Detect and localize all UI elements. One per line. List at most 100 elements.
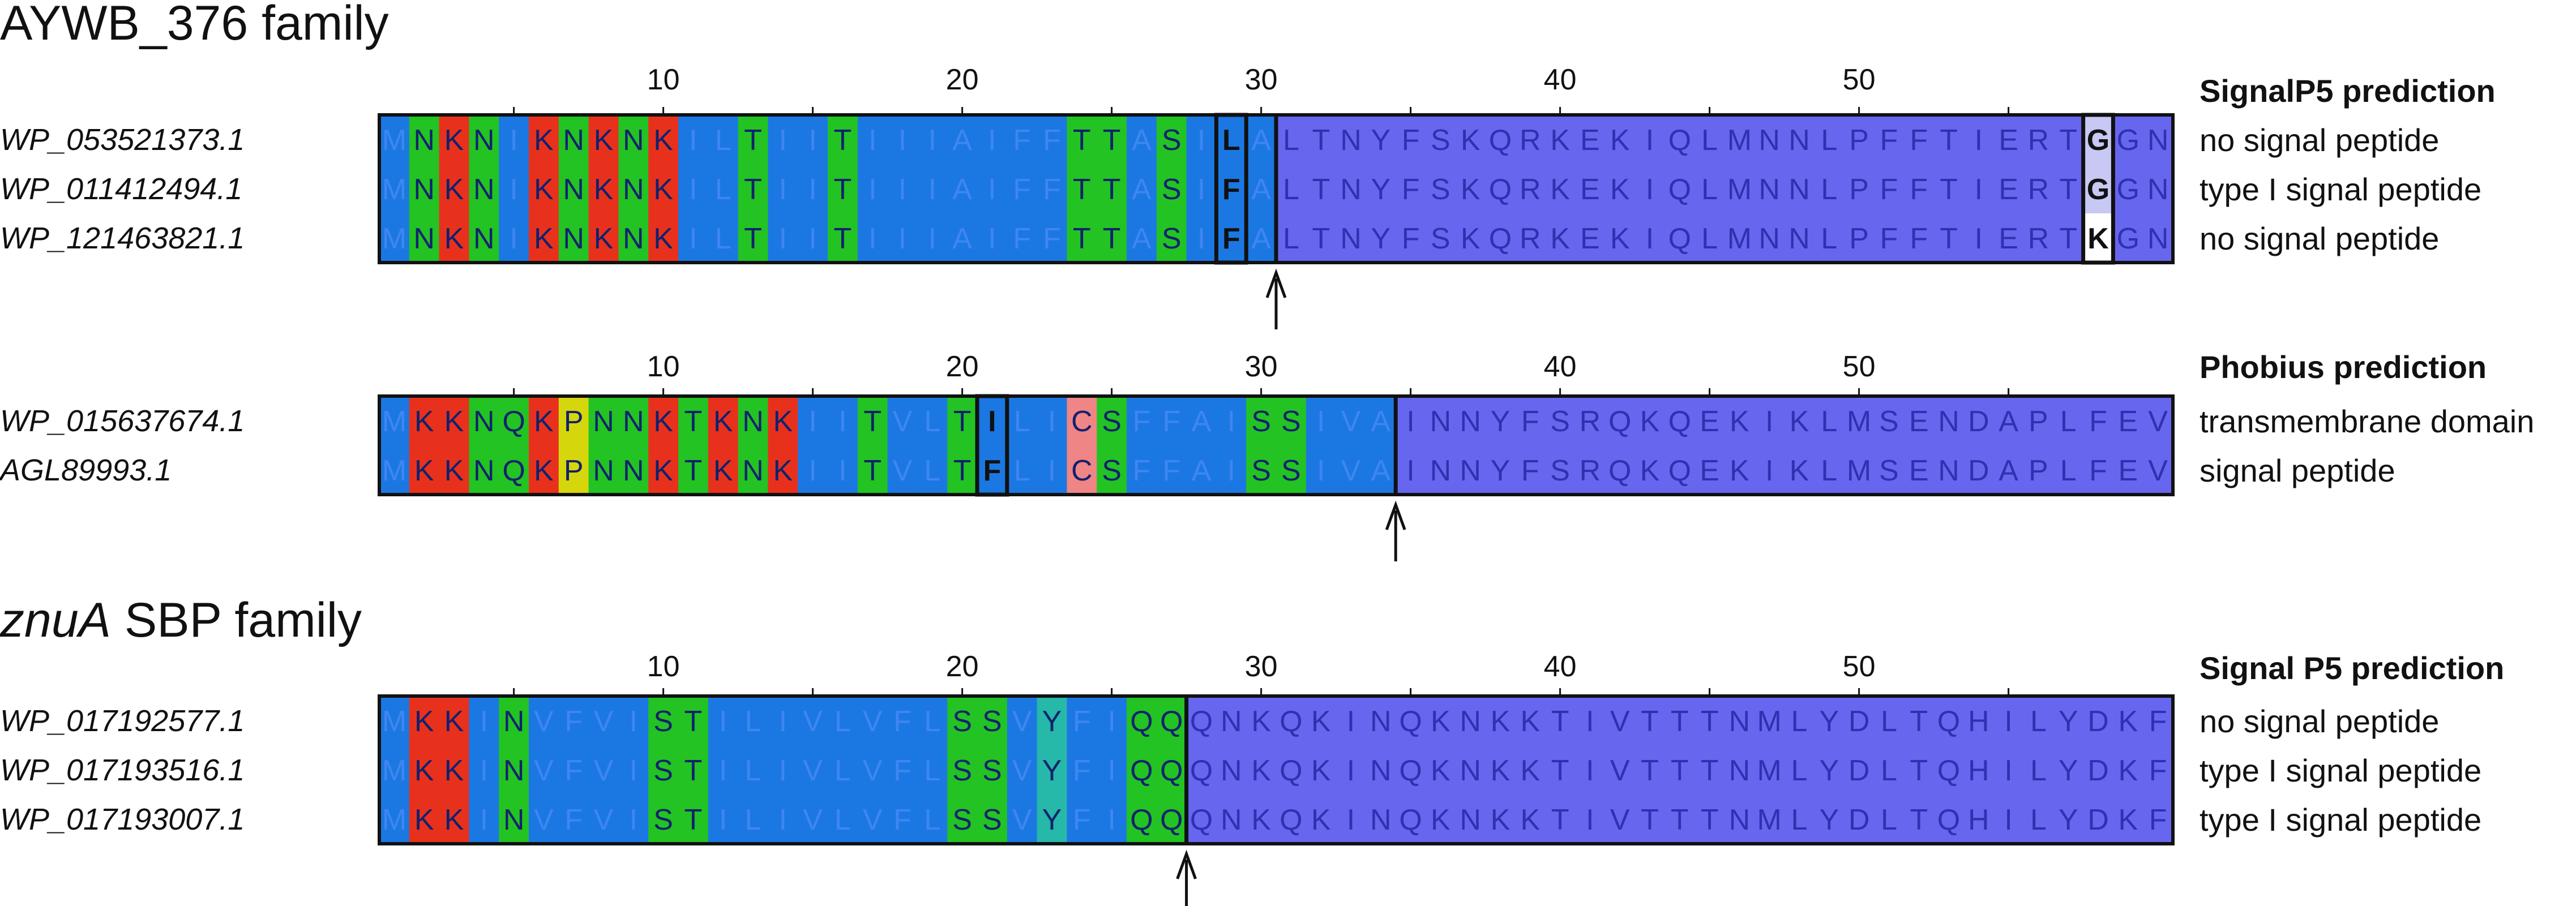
residue-cell	[558, 396, 589, 446]
residue-letter: K	[1491, 804, 1510, 836]
residue-letter: I	[898, 173, 906, 206]
residue-letter: F	[1043, 222, 1061, 255]
ruler-label: 10	[647, 650, 680, 683]
residue-cell	[1156, 213, 1187, 263]
residue-letter: S	[1281, 454, 1301, 487]
residue-letter: N	[1460, 804, 1481, 836]
residue-cell	[1007, 745, 1038, 795]
residue-cell	[2083, 396, 2113, 446]
residue-letter: K	[444, 173, 464, 206]
residue-letter: T	[1641, 754, 1659, 787]
residue-cell	[1156, 445, 1187, 495]
residue-letter: I	[898, 222, 906, 255]
residue-cell	[1276, 745, 1307, 795]
residue-cell	[768, 396, 798, 446]
residue-letter: N	[1938, 405, 1959, 438]
residue-cell	[469, 396, 499, 446]
residue-cell	[1664, 445, 1695, 495]
residue-letter: Q	[1937, 705, 1960, 738]
ruler-label: 20	[946, 63, 979, 96]
residue-cell	[469, 213, 499, 263]
residue-letter: I	[1975, 222, 1983, 255]
residue-letter: Q	[1280, 705, 1302, 738]
residue-cell	[1186, 396, 1217, 446]
residue-cell	[1844, 795, 1875, 844]
residue-cell	[1664, 795, 1695, 844]
residue-letter: I	[1227, 454, 1235, 487]
residue-letter: Q	[1668, 454, 1691, 487]
residue-cell	[798, 445, 828, 495]
residue-cell	[857, 213, 888, 263]
residue-cell	[2143, 396, 2173, 446]
residue-cell	[1127, 696, 1157, 746]
residue-cell	[558, 445, 589, 495]
residue-cell	[618, 445, 649, 495]
residue-cell	[1366, 164, 1396, 214]
residue-cell	[1067, 164, 1097, 214]
residue-cell	[379, 795, 410, 844]
residue-cell	[499, 795, 529, 844]
residue-cell	[588, 396, 619, 446]
residue-letter: Q	[1160, 804, 1183, 836]
residue-cell	[558, 696, 589, 746]
residue-letter: N	[1340, 222, 1362, 255]
residue-letter: T	[1940, 222, 1958, 255]
residue-cell	[379, 745, 410, 795]
residue-letter: L	[745, 705, 761, 738]
residue-cell	[1754, 213, 1785, 263]
residue-cell	[588, 795, 619, 844]
residue-letter: M	[382, 754, 406, 787]
residue-cell	[1664, 213, 1695, 263]
residue-letter: F	[1521, 405, 1539, 438]
residue-cell	[887, 396, 918, 446]
residue-cell	[947, 396, 978, 446]
residue-cell	[618, 795, 649, 844]
residue-cell	[1784, 696, 1815, 746]
residue-letter: K	[653, 124, 673, 157]
residue-letter: Y	[1371, 222, 1390, 255]
residue-cell	[648, 696, 679, 746]
residue-cell	[1575, 795, 1606, 844]
residue-letter: K	[444, 454, 464, 487]
residue-cell	[977, 745, 1008, 795]
residue-letter: P	[1849, 173, 1869, 206]
residue-letter: Y	[1042, 754, 1062, 787]
residue-cell	[2023, 213, 2054, 263]
residue-cell	[529, 696, 559, 746]
residue-letter: L	[1701, 124, 1718, 157]
residue-cell	[1754, 795, 1785, 844]
residue-cell	[1903, 696, 1935, 746]
residue-cell	[1844, 745, 1875, 795]
residue-cell	[529, 115, 559, 165]
residue-cell	[1216, 696, 1247, 746]
residue-cell	[1246, 396, 1277, 446]
residue-letter: V	[803, 705, 823, 738]
residue-letter: Q	[502, 454, 525, 487]
residue-letter: N	[1370, 754, 1392, 787]
residue-letter: K	[444, 124, 464, 157]
residue-cell	[1067, 745, 1097, 795]
residue-letter: S	[1251, 405, 1271, 438]
residue-letter: L	[835, 754, 851, 787]
residue-letter: E	[1999, 124, 2018, 157]
residue-cell	[917, 445, 948, 495]
residue-letter: A	[1251, 124, 1271, 157]
residue-cell	[1604, 164, 1636, 214]
residue-letter: F	[1222, 173, 1240, 206]
panel-title-italic: znuA	[0, 593, 111, 647]
residue-letter: V	[1012, 804, 1032, 836]
residue-cell	[1604, 213, 1636, 263]
residue-letter: N	[1221, 754, 1242, 787]
residue-cell	[499, 164, 529, 214]
residue-cell	[1276, 396, 1307, 446]
residue-letter: S	[1102, 454, 1122, 487]
panel-title-rest: SBP family	[111, 593, 362, 647]
residue-cell	[1903, 795, 1935, 844]
residue-letter: V	[2148, 454, 2168, 487]
residue-cell	[1366, 745, 1396, 795]
residue-letter: L	[2060, 405, 2077, 438]
residue-letter: I	[510, 124, 517, 157]
residue-letter: N	[563, 173, 584, 206]
prediction-header: SignalP5 prediction	[2200, 73, 2496, 109]
